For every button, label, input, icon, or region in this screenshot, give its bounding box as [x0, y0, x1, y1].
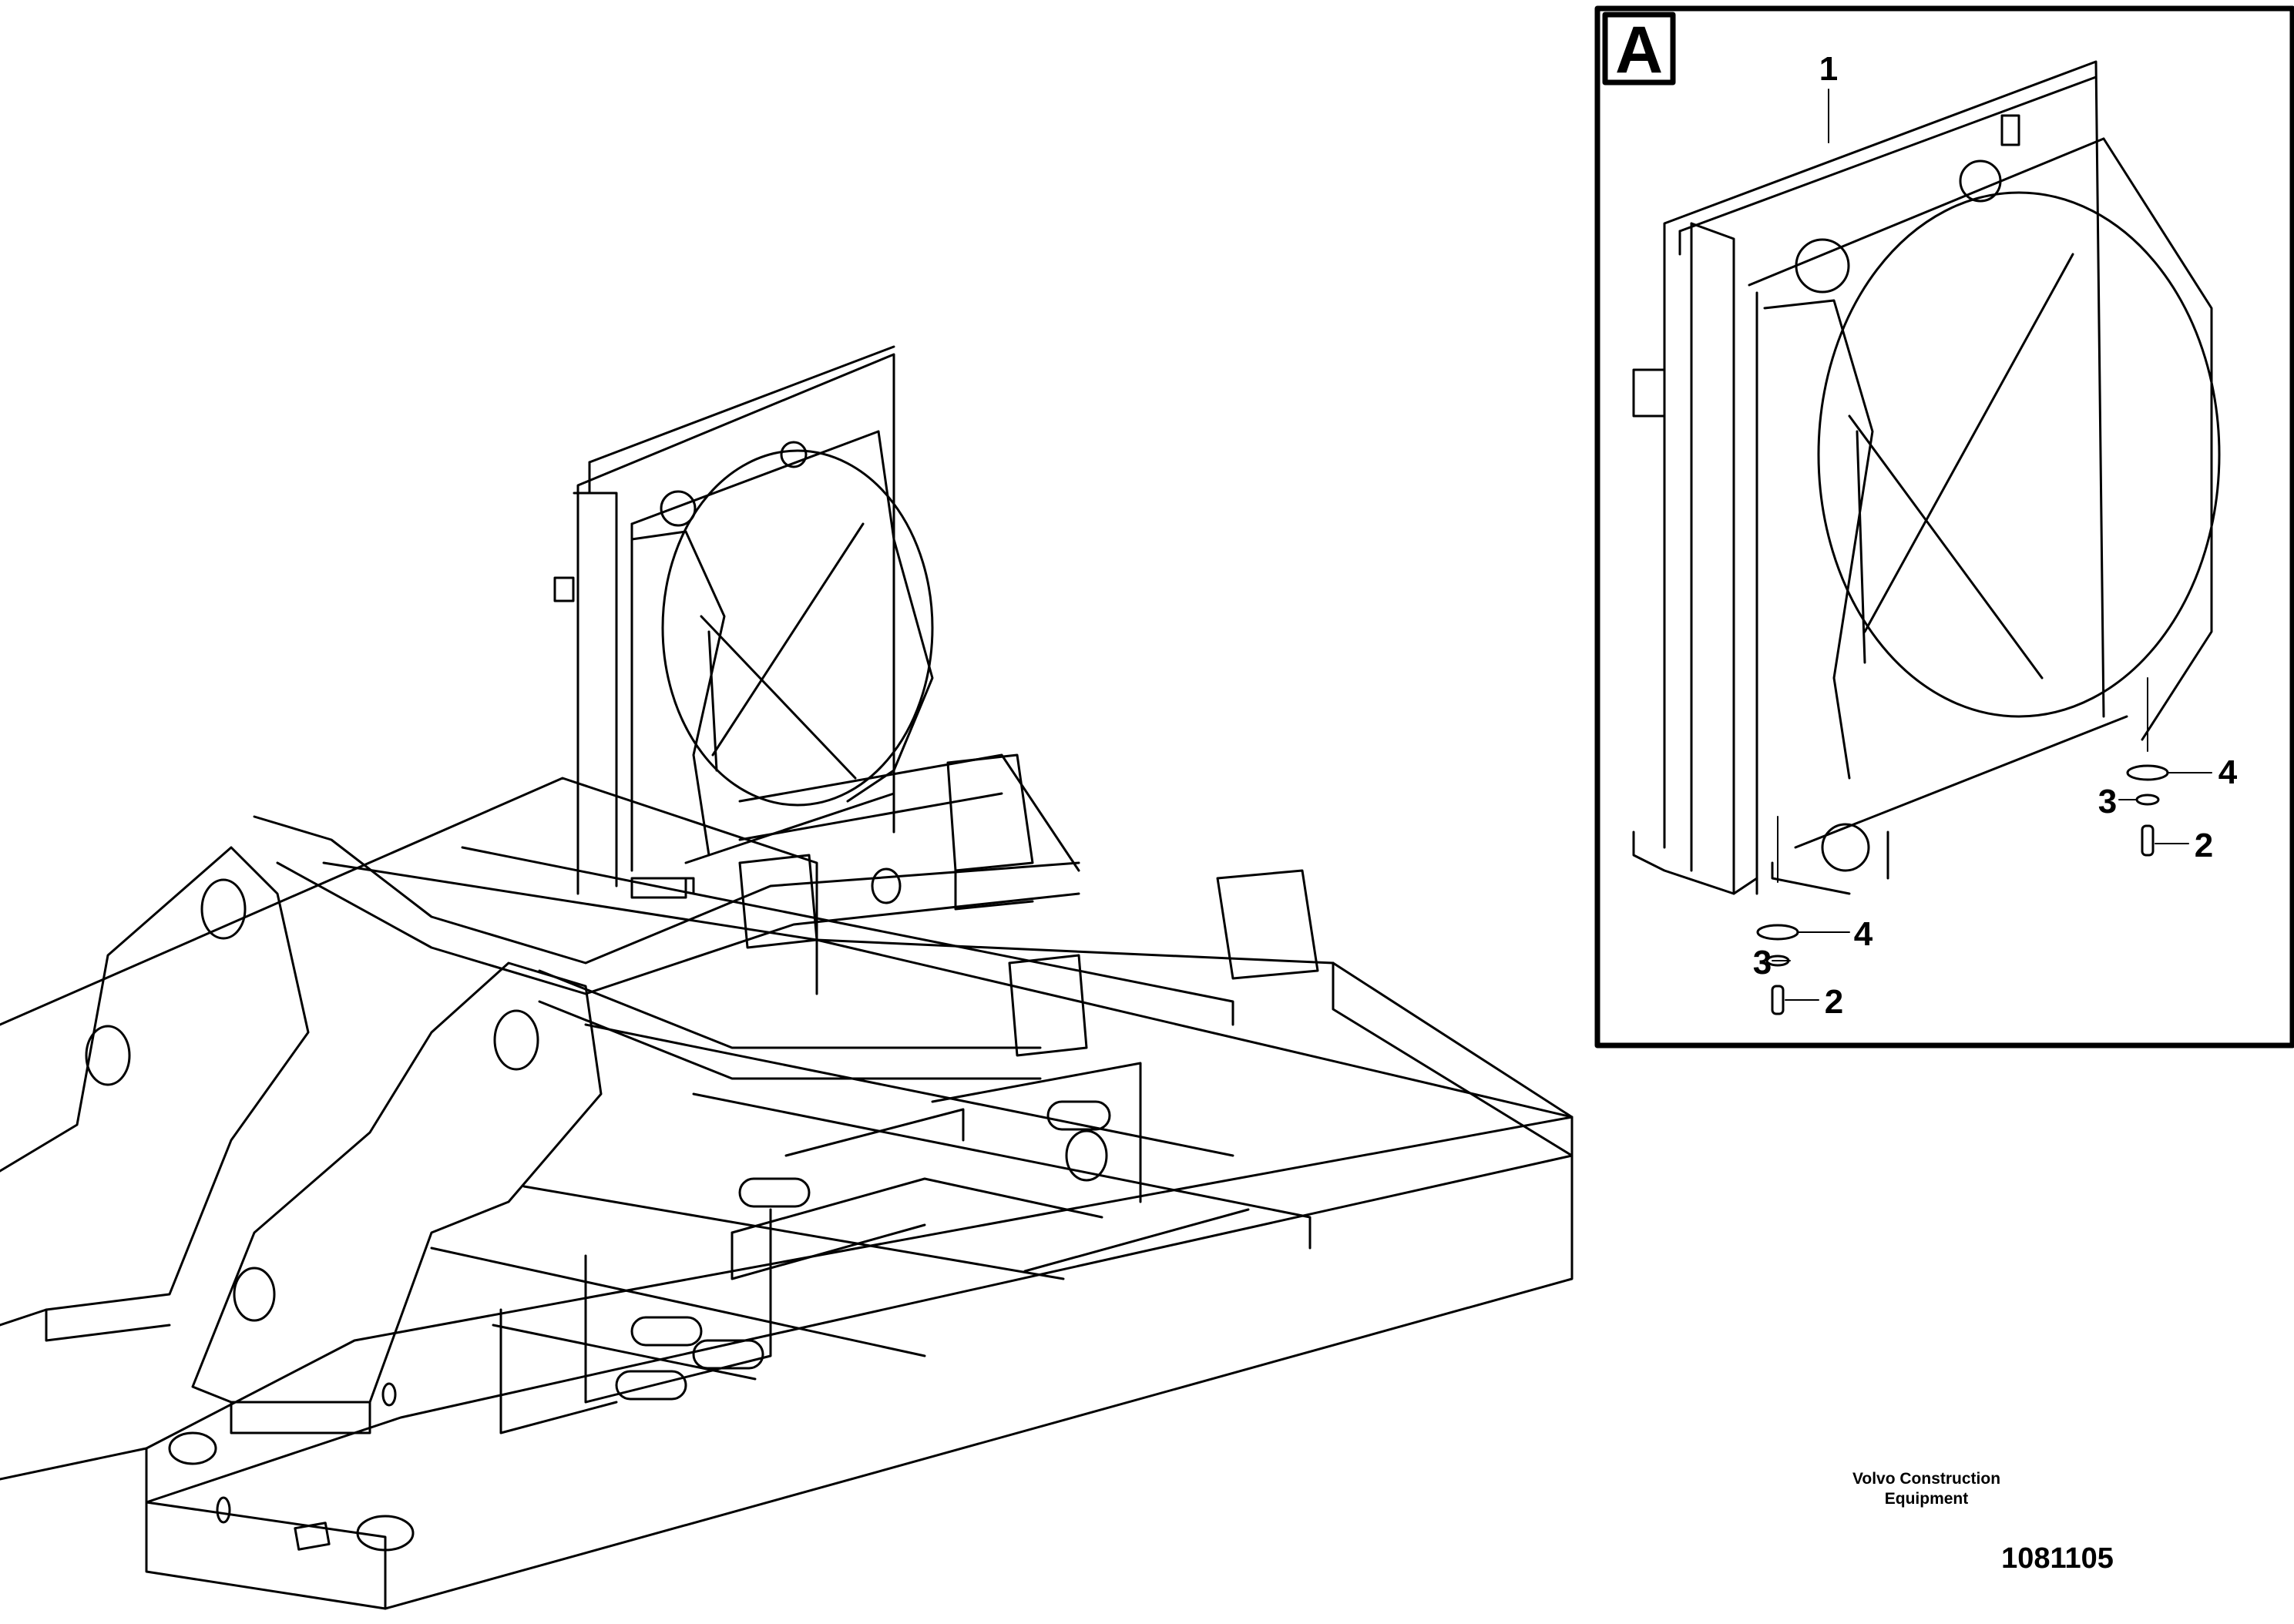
callout-3-right: 3	[2098, 783, 2117, 820]
detail-label: A	[1615, 13, 1663, 87]
detail-label-box	[1602, 12, 1676, 86]
diagram-number: 1081105	[2001, 1542, 2114, 1575]
company-line-2: Equipment	[1884, 1490, 1969, 1508]
radiator-assembly-main	[553, 345, 934, 899]
callout-4-left: 4	[1854, 915, 1873, 953]
callout-2-left: 2	[1825, 983, 1843, 1021]
detail-frame	[1594, 5, 2294, 1049]
callout-4-right: 4	[2218, 753, 2238, 791]
chassis-frame	[0, 753, 1574, 1610]
fastener-stack-left	[1756, 816, 1799, 1015]
company-line-1: Volvo Construction	[1852, 1470, 2001, 1488]
fastener-stack-right	[2126, 677, 2169, 857]
callout-1: 1	[1819, 50, 1838, 88]
company-name: Volvo Construction Equipment	[1749, 1469, 2104, 1509]
detail-view-a	[1594, 5, 2294, 1049]
callout-2-right: 2	[2195, 827, 2213, 864]
callout-3-left: 3	[1753, 944, 1772, 981]
